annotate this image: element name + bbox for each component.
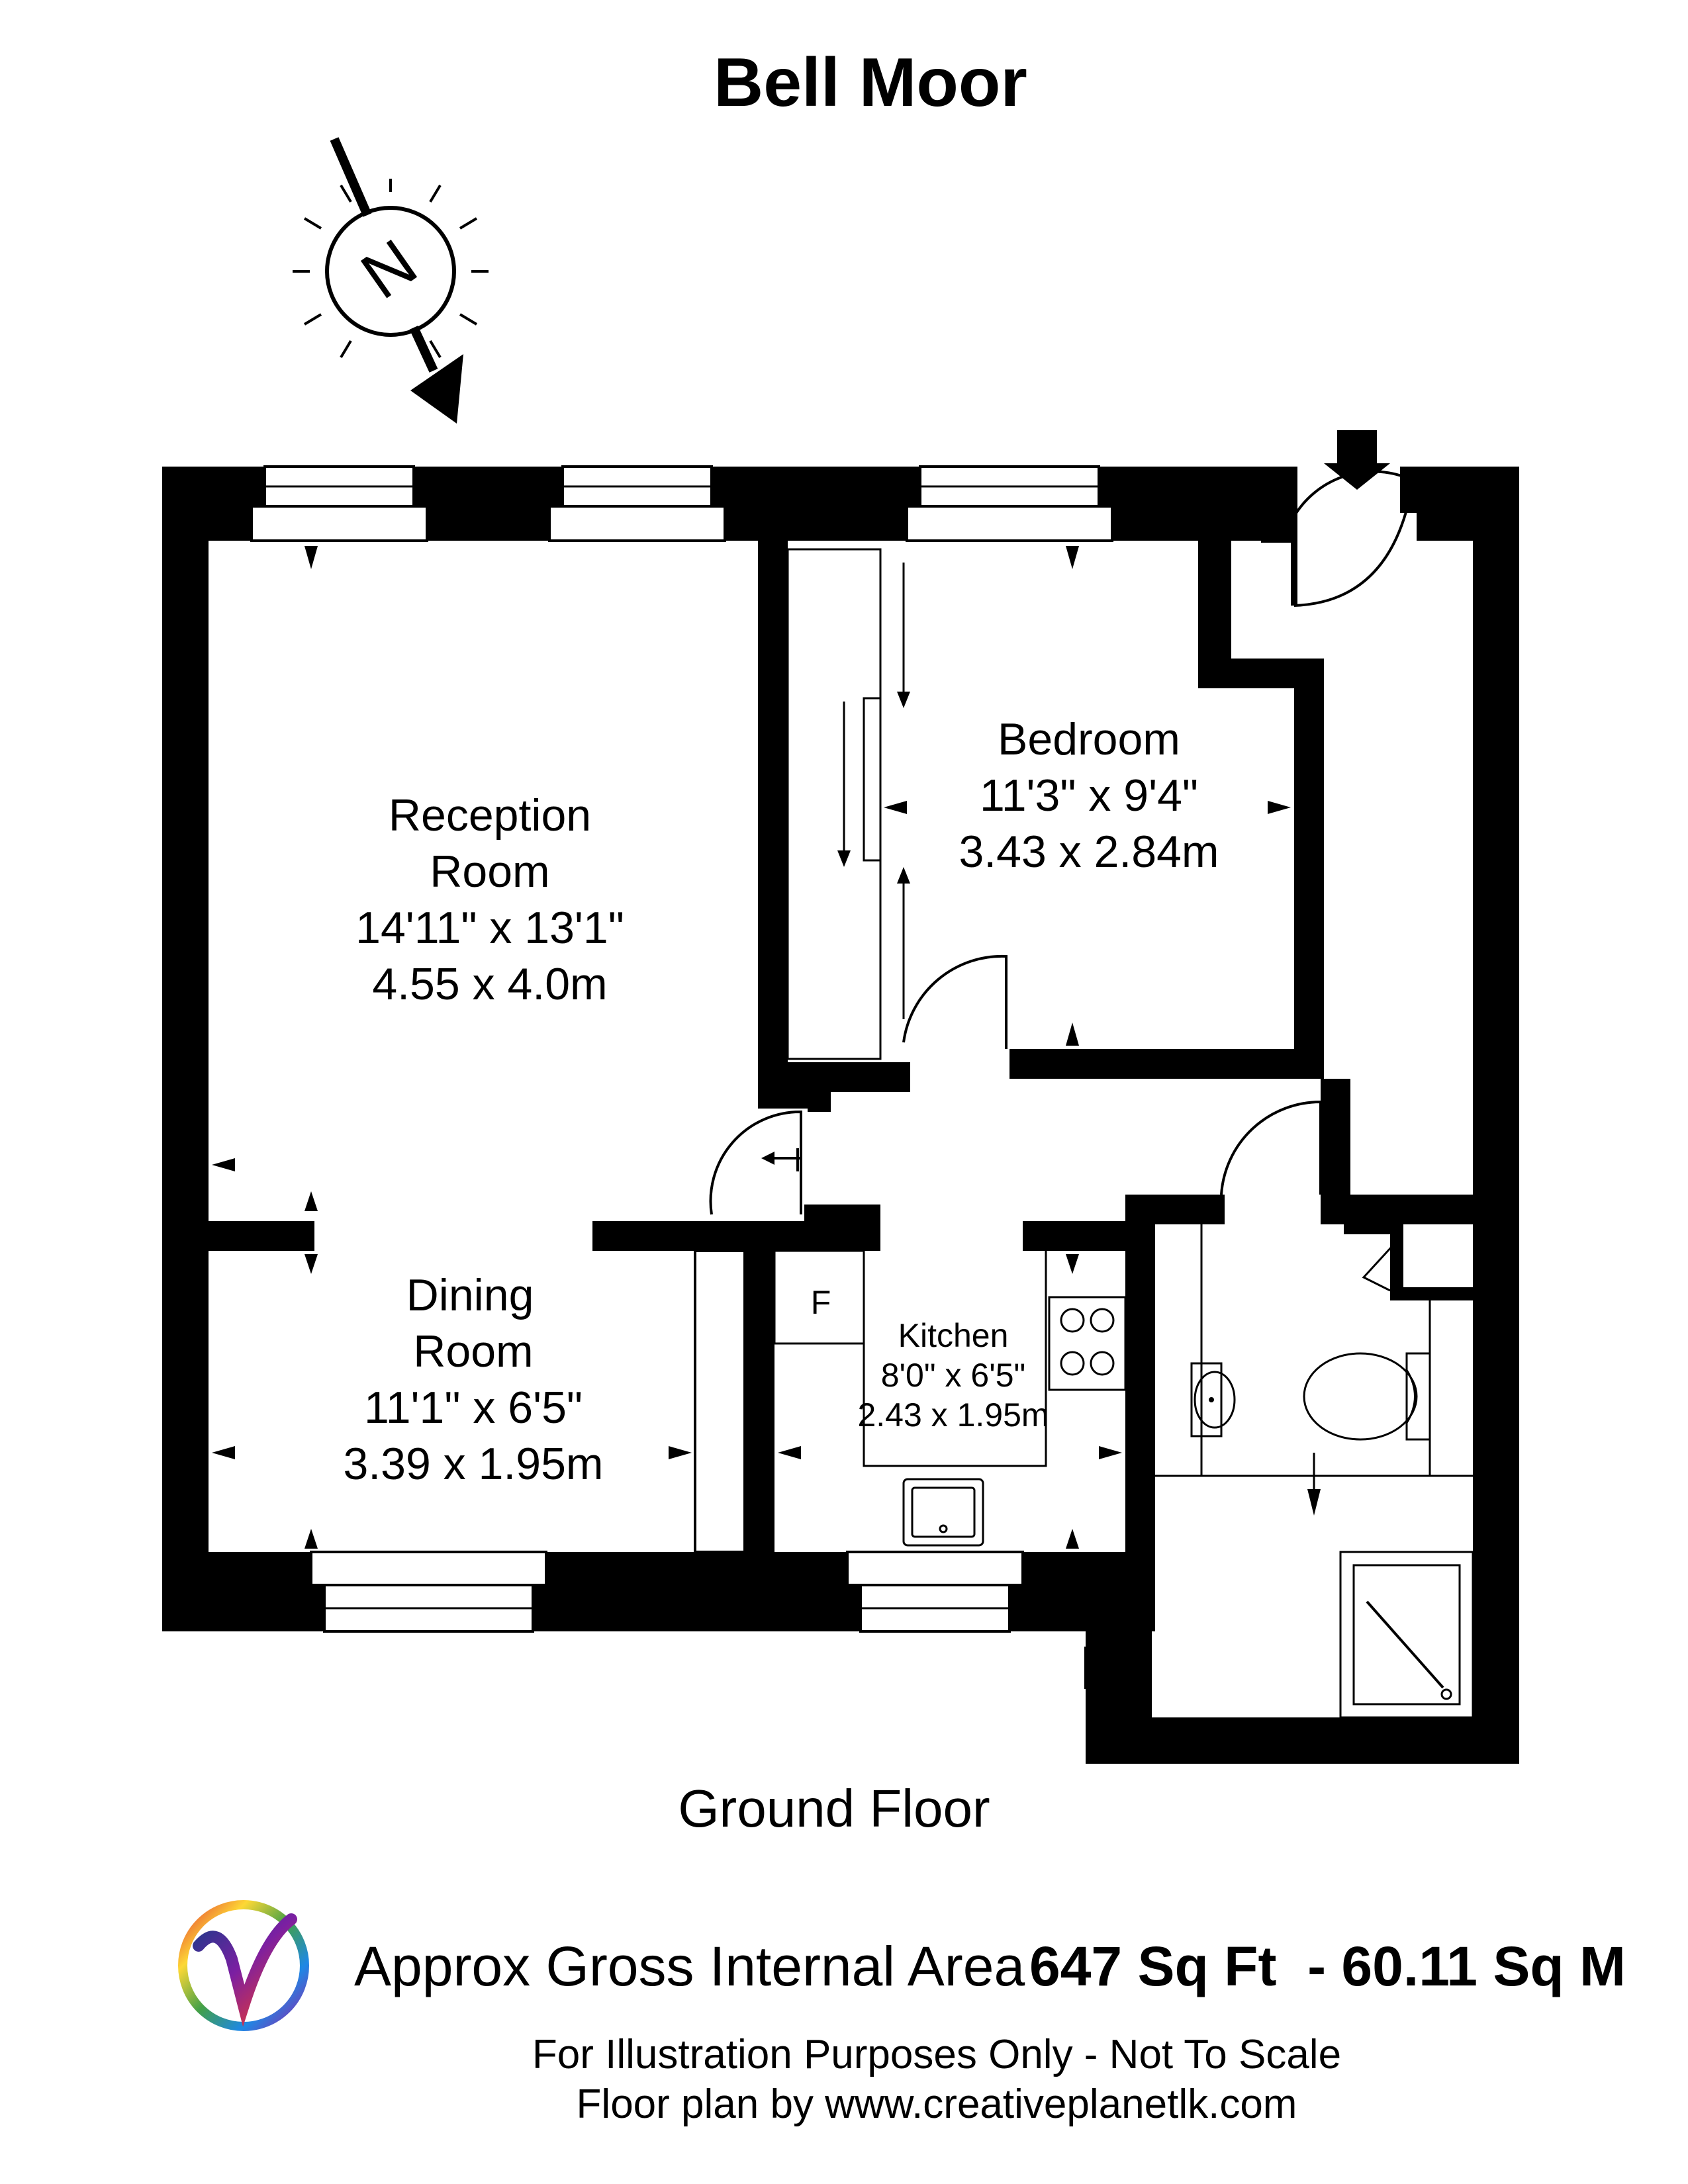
area-value: 647 Sq Ft - 60.11 Sq M (1029, 1935, 1626, 1997)
reception-metric: 4.55 x 4.0m (372, 959, 607, 1009)
reception-room-label: Reception Room 14'11" x 13'1" 4.55 x 4.0… (355, 790, 624, 1009)
entrance-arrow-icon (1324, 430, 1390, 490)
dining-name-1: Dining (406, 1270, 534, 1320)
vent-icon (1084, 1647, 1133, 1689)
kitchen-imperial: 8'0" x 6'5" (881, 1357, 1026, 1394)
bedroom-label: Bedroom 11'3" x 9'4" 3.43 x 2.84m (959, 714, 1219, 877)
toilet-icon (1303, 1352, 1431, 1441)
entrance-door (1261, 430, 1417, 607)
creative-planet-logo-icon (178, 1900, 309, 2031)
reception-imperial: 14'11" x 13'1" (355, 903, 624, 953)
wardrobe (786, 548, 910, 1060)
fridge: F (773, 1250, 865, 1345)
window-top-3 (906, 465, 1113, 542)
window-top-1 (250, 465, 428, 542)
bedroom-imperial: 11'3" x 9'4" (980, 770, 1198, 821)
dining-metric: 3.39 x 1.95m (343, 1439, 603, 1489)
reception-name-1: Reception (389, 790, 591, 841)
footer-credit: Floor plan by www.creativeplanetlk.com (577, 2081, 1297, 2127)
shower-icon (1339, 1551, 1474, 1719)
area-label: Approx Gross Internal Area (354, 1935, 1025, 1997)
hob-icon (1048, 1296, 1127, 1391)
sink-icon (902, 1478, 984, 1547)
window-bottom-1 (310, 1551, 547, 1633)
footer-disclaimer: For Illustration Purposes Only - Not To … (532, 2032, 1341, 2077)
floor-plan: F (162, 430, 1519, 1764)
dining-imperial: 11'1" x 6'5" (364, 1383, 583, 1433)
kitchen-metric: 2.43 x 1.95m (857, 1396, 1049, 1433)
kitchen-name: Kitchen (898, 1317, 1009, 1354)
compass-label: N (348, 225, 430, 313)
kitchen-label: Kitchen 8'0" x 6'5" 2.43 x 1.95m (857, 1317, 1049, 1433)
fridge-label: F (811, 1284, 831, 1321)
reception-name-2: Room (430, 846, 549, 897)
dining-name-2: Room (413, 1326, 533, 1377)
window-top-2 (548, 465, 726, 542)
bedroom-name: Bedroom (998, 714, 1180, 764)
window-bottom-2 (846, 1551, 1024, 1633)
bathroom-door (1220, 1100, 1322, 1195)
reception-door (709, 1110, 802, 1215)
floor-label: Ground Floor (678, 1779, 990, 1838)
dimension-arrows (212, 546, 1291, 1549)
bedroom-metric: 3.43 x 2.84m (959, 827, 1219, 877)
basin-icon (1190, 1362, 1236, 1437)
compass-north-icon: N (293, 137, 489, 424)
worktop (774, 1251, 1047, 1467)
page-title: Bell Moor (714, 44, 1027, 121)
dining-room-label: Dining Room 11'1" x 6'5" 3.39 x 1.95m (343, 1270, 603, 1489)
bedroom-door (902, 954, 1008, 1049)
